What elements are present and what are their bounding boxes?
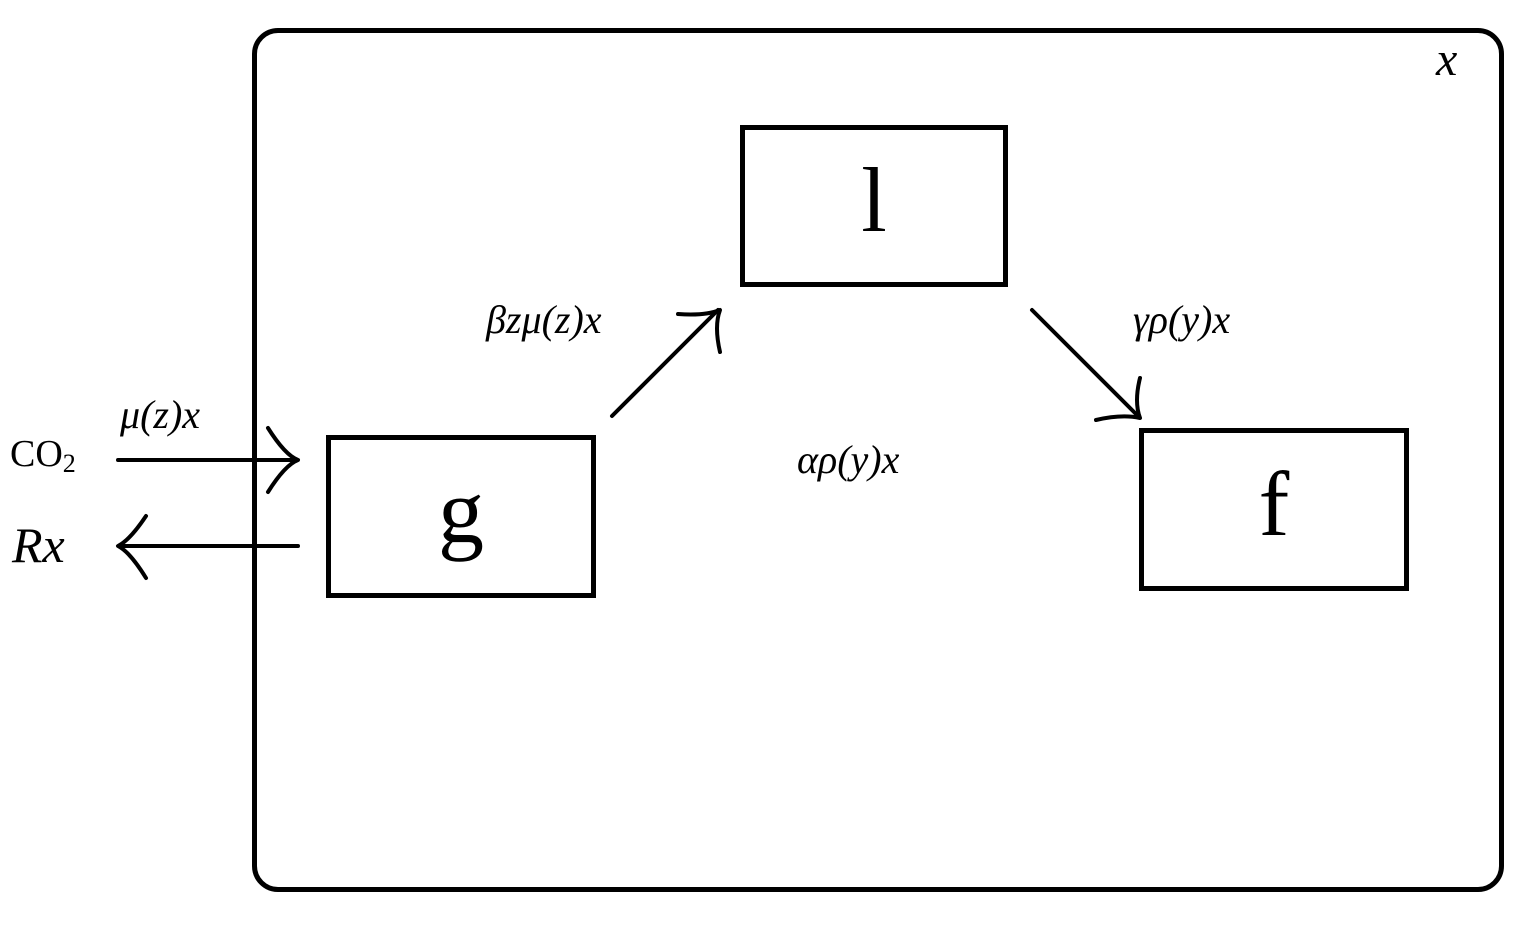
g-to-l-arrow <box>610 308 722 418</box>
co2-source-label: CO2 <box>10 435 76 477</box>
co2-in-arrow <box>116 426 300 494</box>
flow-g-to-l-rate: βzμ(z)x <box>486 297 602 342</box>
flow-l-to-f-rate: γρ(y)x <box>1133 297 1231 342</box>
l-to-f-arrow <box>1030 308 1142 422</box>
flow-alpha-rate: αρ(y)x <box>797 437 900 482</box>
compartment-g-label: g <box>438 459 484 562</box>
flow-co2-in-rate: μ(z)x <box>120 392 201 437</box>
compartment-f-label: f <box>1258 452 1290 555</box>
compartment-l-label: l <box>861 149 887 251</box>
respiration-out-arrow <box>116 514 300 580</box>
co2-source-text: CO <box>10 433 63 475</box>
compartment-f: f <box>1139 428 1409 591</box>
compartment-l: l <box>740 125 1008 287</box>
compartment-g: g <box>326 435 596 598</box>
co2-subscript: 2 <box>62 449 76 478</box>
respiration-out-label: Rx <box>12 517 65 573</box>
system-label: x <box>1436 33 1458 86</box>
